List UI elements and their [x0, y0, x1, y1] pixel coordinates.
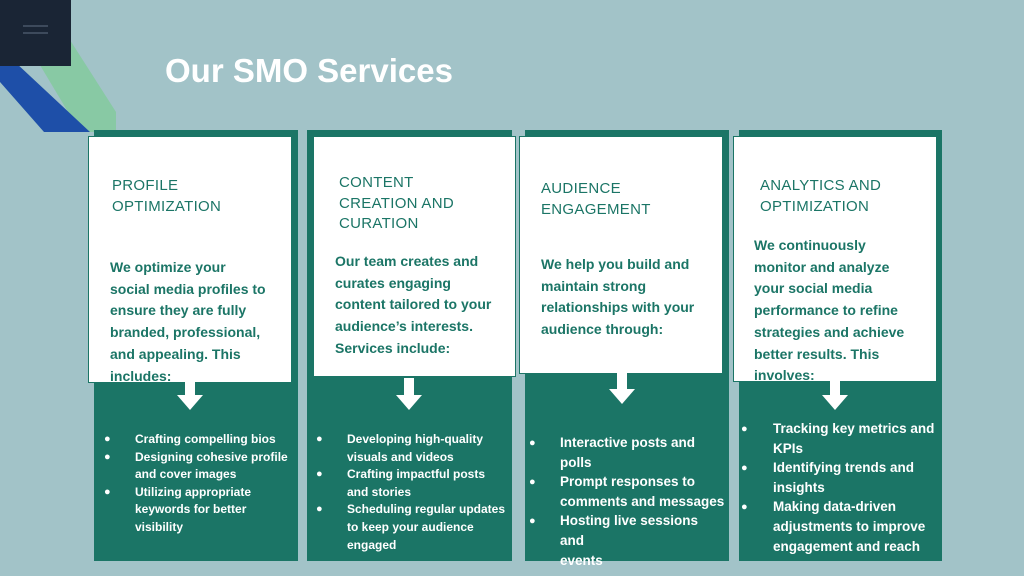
- list-item: ● Identifying trends and insights: [741, 460, 915, 495]
- down-arrow-icon: [609, 372, 635, 404]
- card-audience-heading: AUDIENCE ENGAGEMENT: [541, 180, 651, 218]
- list-item: ● Scheduling regular updates to keep you…: [316, 502, 506, 552]
- menu-icon[interactable]: [23, 25, 48, 41]
- card-profile-heading: PROFILE OPTIMIZATION: [112, 177, 222, 215]
- card-content-description: Our team creates and curates engaging co…: [335, 253, 492, 356]
- card-audience-points: ● Interactive posts and polls ● Prompt r…: [529, 433, 725, 570]
- list-item: ● Hosting live sessions and events: [529, 513, 699, 568]
- list-item: ● Crafting impactful posts and stories: [316, 467, 486, 499]
- list-item: ● Prompt responses to comments and messa…: [529, 474, 725, 509]
- card-audience-description: We help you build and maintain strong re…: [541, 256, 695, 338]
- list-item: ● Designing cohesive profile and cover i…: [104, 449, 288, 482]
- down-arrow-icon: [396, 378, 422, 410]
- card-profile-top: [88, 136, 292, 383]
- list-item: ● Utilizing appropriate keywords for bet…: [104, 484, 252, 534]
- card-analytics-description: We continuously monitor and analyze your…: [754, 237, 905, 384]
- card-content-points: ● Developing high-quality visuals and vi…: [316, 431, 508, 554]
- list-item: ● Tracking key metrics and KPIs: [741, 421, 935, 456]
- list-item: ● Developing high-quality visuals and vi…: [316, 432, 484, 464]
- card-profile-description: We optimize your social media profiles t…: [110, 259, 266, 384]
- card-analytics-top: [733, 136, 937, 382]
- card-content-heading: CONTENT CREATION AND CURATION: [339, 174, 455, 232]
- list-item: ● Crafting compelling bios: [104, 432, 276, 446]
- down-arrow-icon: [177, 378, 203, 410]
- card-profile-points: ● Crafting compelling bios ● Designing c…: [104, 431, 294, 537]
- card-content-top: [313, 136, 516, 377]
- page-title: Our SMO Services: [165, 52, 453, 89]
- card-analytics-heading: ANALYTICS AND OPTIMIZATION: [760, 177, 882, 215]
- list-item: ● Interactive posts and polls: [529, 435, 696, 470]
- list-item: ● Making data-driven adjustments to impr…: [741, 499, 926, 554]
- down-arrow-icon: [822, 378, 848, 410]
- card-analytics-points: ● Tracking key metrics and KPIs ● Identi…: [741, 419, 941, 556]
- card-audience-top: [519, 136, 723, 374]
